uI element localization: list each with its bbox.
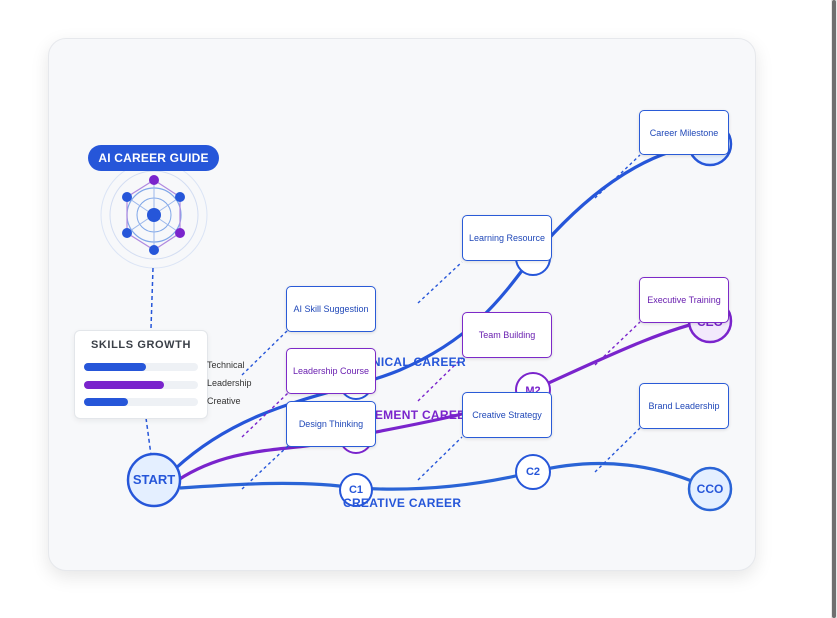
leadership-course-box[interactable]: Leadership Course xyxy=(286,348,376,394)
team-building-box[interactable]: Team Building xyxy=(462,312,552,358)
career-milestone-box[interactable]: Career Milestone xyxy=(639,110,729,155)
learning-resource-box[interactable]: Learning Resource xyxy=(462,215,552,261)
scrollbar-thumb[interactable] xyxy=(832,0,836,618)
design-thinking-box[interactable]: Design Thinking xyxy=(286,401,376,447)
start-label[interactable]: START xyxy=(132,472,176,487)
vertical-scrollbar[interactable] xyxy=(831,0,837,618)
technical-skill-bar xyxy=(84,363,198,371)
ai-career-guide-title: AI CAREER GUIDE xyxy=(88,145,219,171)
creative-skill-bar xyxy=(84,398,198,406)
technical-skill-label: Technical xyxy=(207,360,245,370)
management-career-path xyxy=(177,318,711,482)
creative-strategy-box[interactable]: Creative Strategy xyxy=(462,392,552,438)
milestone-c2-circle xyxy=(515,454,551,490)
milestone-c1-circle xyxy=(339,473,373,507)
brand-leadership-box[interactable]: Brand Leadership xyxy=(639,383,729,429)
guide-connector xyxy=(150,267,154,329)
creative-career-label: CREATIVE CAREER xyxy=(343,496,462,510)
milestone-c1-label: C1 xyxy=(348,484,364,496)
creative-career-path xyxy=(179,461,711,491)
start-node-circle[interactable] xyxy=(126,452,182,508)
skills-growth-title: SKILLS GROWTH xyxy=(90,339,192,351)
executive-training-box[interactable]: Executive Training xyxy=(639,277,729,323)
creative-skill-label: Creative xyxy=(207,396,241,406)
milestone-c2-label: C2 xyxy=(525,466,541,478)
skills-growth-panel: SKILLS GROWTH xyxy=(74,330,208,419)
box-connectors xyxy=(241,154,641,490)
leadership-skill-bar xyxy=(84,381,198,389)
skills-connector xyxy=(145,417,152,456)
ai-skill-suggestion-box[interactable]: AI Skill Suggestion xyxy=(286,286,376,332)
ai-guide-emblem-icon xyxy=(100,161,208,269)
creative-skill-bar-fill xyxy=(84,398,129,406)
leadership-skill-bar-fill xyxy=(84,381,164,389)
milestone-cco-label: CCO xyxy=(696,482,724,496)
technical-skill-bar-fill xyxy=(84,363,146,371)
milestone-cco-circle xyxy=(687,466,733,512)
leadership-skill-label: Leadership xyxy=(207,378,252,388)
